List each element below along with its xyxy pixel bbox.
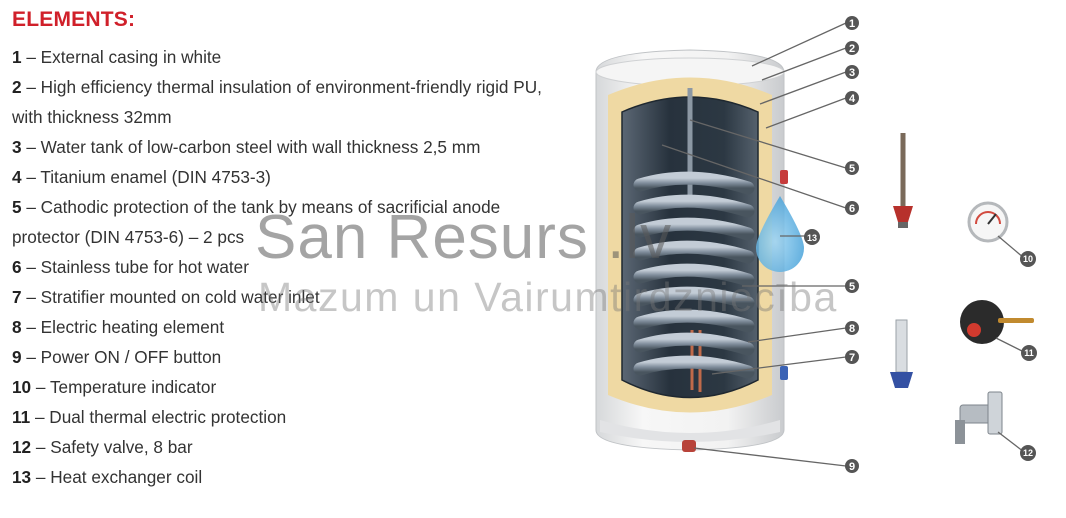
legend-text: Power ON / OFF button	[40, 347, 222, 367]
callout-label: 9	[849, 461, 855, 473]
callout-label: 7	[849, 352, 855, 364]
callout-marker	[1020, 445, 1036, 461]
legend-text: Safety valve, 8 bar	[50, 437, 193, 457]
temperature-indicator-icon	[967, 201, 1009, 243]
legend-text: Heat exchanger coil	[50, 467, 203, 487]
callout-label: 10	[1023, 254, 1033, 264]
callout-marker	[804, 229, 820, 245]
legend-text: Stratifier mounted on cold water inlet	[40, 287, 320, 307]
callout-marker	[845, 321, 859, 335]
callout-label: 8	[849, 323, 855, 335]
legend-number: 3	[12, 137, 22, 157]
legend-item-5: 5 – Cathodic protection of the tank by m…	[12, 197, 501, 247]
callout-marker	[845, 16, 859, 30]
fitting-red	[780, 170, 788, 184]
callout-label: 13	[807, 233, 817, 243]
callout-label: 6	[849, 203, 855, 215]
legend-item-8: 8 – Electric heating element	[12, 317, 225, 337]
callout-marker	[1021, 345, 1037, 361]
fitting-blue	[780, 366, 788, 380]
callout-marker	[1020, 251, 1036, 267]
water-drop-icon	[756, 196, 804, 272]
legend-text: Temperature indicator	[49, 377, 217, 397]
legend-text: Water tank of low-carbon steel with wall…	[40, 137, 481, 157]
stratifier-icon	[890, 319, 913, 388]
legend-heading: ELEMENTS:	[12, 8, 136, 31]
legend-text: External casing in white	[40, 47, 222, 67]
legend-item-6: 6 – Stainless tube for hot water	[12, 257, 249, 277]
legend-item-10: 10 – Temperature indicator	[12, 377, 217, 397]
legend-item-2: 2 – High efficiency thermal insulation o…	[12, 77, 542, 127]
legend-number: 12	[12, 437, 32, 457]
legend-item-9: 9 – Power ON / OFF button	[12, 347, 222, 367]
legend-number: 8	[12, 317, 22, 337]
elements-legend: ELEMENTS: 1 – External casing in white 2…	[12, 8, 552, 492]
legend-number: 6	[12, 257, 22, 277]
power-button	[682, 440, 696, 452]
legend-text: Cathodic protection of the tank by means…	[12, 197, 501, 247]
legend-text: Titanium enamel (DIN 4753-3)	[40, 167, 271, 187]
legend-number: 10	[12, 377, 32, 397]
legend-item-7: 7 – Stratifier mounted on cold water inl…	[12, 287, 320, 307]
callout-label: 3	[849, 67, 855, 79]
callout-label: 2	[849, 43, 855, 55]
legend-number: 11	[12, 407, 31, 427]
legend-number: 1	[12, 47, 22, 67]
callout-marker	[845, 201, 859, 215]
anode-rod-icon	[893, 133, 913, 228]
callout-marker	[845, 279, 859, 293]
callout-marker	[845, 91, 859, 105]
legend-number: 2	[12, 77, 22, 97]
legend-item-11: 11 – Dual thermal electric protection	[12, 407, 287, 427]
callout-label: 1	[849, 18, 855, 30]
legend-item-4: 4 – Titanium enamel (DIN 4753-3)	[12, 167, 271, 187]
legend-number: 5	[12, 197, 22, 217]
callout-label: 11	[1024, 348, 1034, 358]
callout-label: 4	[849, 93, 856, 105]
callout-markers: 1 2 3 4 5 6 13 5 8 7 9 10 11 12	[804, 16, 1037, 473]
legend-text: Dual thermal electric protection	[49, 407, 287, 427]
legend-number: 9	[12, 347, 22, 367]
legend-item-13: 13 – Heat exchanger coil	[12, 467, 203, 487]
safety-valve-icon	[955, 391, 1003, 444]
callout-marker	[845, 65, 859, 79]
callout-label: 12	[1023, 448, 1033, 458]
legend-text: Stainless tube for hot water	[40, 257, 249, 277]
callout-marker	[845, 350, 859, 364]
legend-number: 4	[12, 167, 22, 187]
callout-marker	[845, 161, 859, 175]
legend-item-1: 1 – External casing in white	[12, 47, 222, 67]
heat-exchanger-coil	[633, 171, 755, 379]
callout-marker	[845, 459, 859, 473]
thermal-protection-icon	[960, 300, 1034, 344]
leader-lines	[661, 22, 1025, 467]
legend-item-12: 12 – Safety valve, 8 bar	[12, 437, 193, 457]
callout-marker	[845, 41, 859, 55]
legend-text: Electric heating element	[40, 317, 225, 337]
callout-label: 5	[849, 163, 855, 175]
callout-label: 5	[849, 281, 855, 293]
legend-number: 7	[12, 287, 22, 307]
legend-item-3: 3 – Water tank of low-carbon steel with …	[12, 137, 481, 157]
legend-number: 13	[12, 467, 32, 487]
legend-text: High efficiency thermal insulation of en…	[12, 77, 542, 127]
